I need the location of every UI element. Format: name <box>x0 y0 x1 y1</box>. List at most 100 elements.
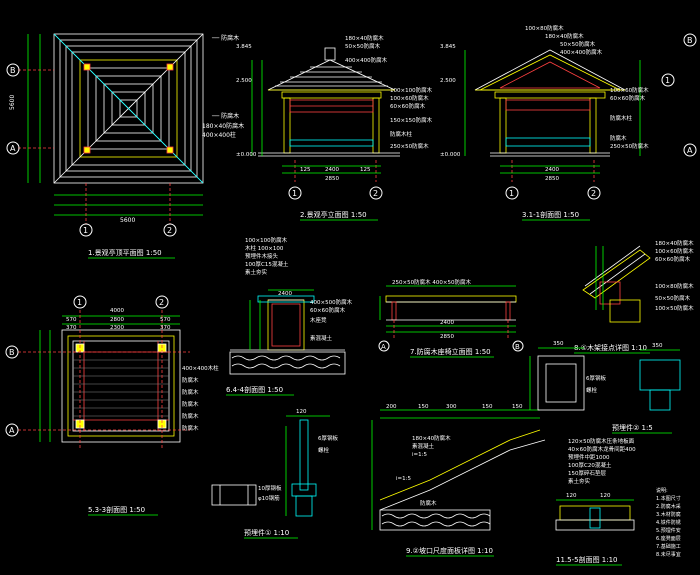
elev-dim-total: 2850 <box>325 176 339 182</box>
emb2-dim-a: 350 <box>553 341 564 347</box>
slope-dim-5: 150 <box>512 404 523 410</box>
timber-joint-annotations: 180×40防腐木 100×60防腐木 60×60防腐木 100×80防腐木 5… <box>655 239 694 312</box>
joint-note-4: 100×80防腐木 <box>655 282 694 290</box>
sec33-dim-a: 570 <box>66 317 77 323</box>
axis-label-1-sec11: 1 <box>509 189 514 198</box>
sec44-note-2: 木柱 100×100 <box>245 244 284 252</box>
sec33-note-1: 400×400木柱 <box>182 364 219 372</box>
title-embedded-part-1: 预埋件① 1:10 <box>244 528 289 537</box>
sec11-note-7: 防腐木柱 <box>610 114 633 122</box>
axis-bubble-2-elev <box>369 186 383 200</box>
axis-label-b-bench: B <box>515 343 520 351</box>
sec33-note-3: 防腐木 <box>182 388 199 396</box>
sec11-note-1: 100×80防腐木 <box>525 24 564 32</box>
bench-elevation-annotations: 250×50防腐木 400×50防腐木 2400 2850 <box>392 278 471 340</box>
axis-bubble-1-sec33 <box>73 295 87 309</box>
notes-line-5: 5.预埋件安 <box>656 527 681 534</box>
bench-elevation-view <box>379 285 517 340</box>
joint-note-2: 100×60防腐木 <box>655 247 694 255</box>
sec44-note-4: 100厚C15混凝土 <box>245 260 289 268</box>
sec44-note-3: 预埋件木接头 <box>245 252 279 260</box>
sec44-note-5: 素土夯实 <box>245 268 268 276</box>
sec11-note-6: 60×60防腐木 <box>610 94 646 102</box>
axis-bubble-2-sec11 <box>587 186 601 200</box>
section-5-5-view <box>555 499 635 531</box>
elev-note-4: 100×100防腐木 <box>390 86 433 94</box>
sec44-dim-top: 2400 <box>278 291 292 297</box>
axis-bubble-b-plan <box>6 63 20 77</box>
section-3-3-view <box>18 310 190 450</box>
section-5-5-annotations: 120×50防腐木压条地板面 40×60防腐木龙骨间距400 预埋件中距1000… <box>566 437 636 499</box>
notes-line-2: 2.防腐木采 <box>656 503 681 510</box>
sec11-note-5: 100×60防腐木 <box>610 86 649 94</box>
joint-note-6: 100×50防腐木 <box>655 304 694 312</box>
slope-dim-3: 300 <box>446 404 457 410</box>
elevation-annotations: 180×40防腐木 50×50防腐木 400×400防腐木 100×100防腐木… <box>236 34 433 182</box>
section-1-1-view <box>464 49 641 182</box>
axis-label-b-plan: B <box>10 66 16 75</box>
slope-detail-view <box>371 409 546 531</box>
elev-note-9: 250×50防腐木 <box>390 142 429 150</box>
axis-label-2-plan: 2 <box>167 226 172 235</box>
plan-total-dim: 5600 <box>120 217 135 224</box>
axis-bubble-1-sec11 <box>505 186 519 200</box>
timber-joint-detail-view <box>582 245 651 323</box>
title-bench-elevation: 7.防腐木座椅立面图 1:50 <box>410 347 491 356</box>
title-section-4-4: 6.4-4剖面图 1:50 <box>226 385 283 394</box>
notes-line-4: 4.铁件防锈 <box>656 519 681 526</box>
elev-height-3: ±0.000 <box>236 152 257 158</box>
embedded-part-2-annotations: 350 350 6厚钢板 螺栓 <box>553 341 663 394</box>
title-section-3-3: 5.3-3剖面图 1:50 <box>88 505 145 514</box>
sec44-note-9: 素混凝土 <box>310 334 333 342</box>
axis-label-1-right: 1 <box>665 76 670 85</box>
embedded-part-2-view <box>529 347 681 411</box>
sec11-note-4: 400×400防腐木 <box>560 48 603 56</box>
elev-height-1: 3.845 <box>236 44 252 50</box>
sec44-note-6: 400×500防腐木 <box>310 298 353 306</box>
axis-label-1-elev: 1 <box>292 189 297 198</box>
elev-note-6: 60×60防腐木 <box>390 102 426 110</box>
elev-note-1: 180×40防腐木 <box>345 34 384 42</box>
emb1-note-3: 6厚钢板 <box>318 434 338 442</box>
sec44-note-7: 60×60防腐木 <box>310 306 346 314</box>
axis-bubble-a-plan <box>6 141 20 155</box>
notes-line-8: 8.未尽事宜 <box>656 551 681 558</box>
sec55-dim-a: 120 <box>566 493 577 499</box>
axis-label-2-elev: 2 <box>373 189 378 198</box>
slope-note-3: i=1:5 <box>412 452 427 458</box>
embedded-part-1-annotations: 120 10厚钢板 φ10钢筋 6厚钢板 螺栓 <box>258 409 338 502</box>
title-embedded-part-2: 预埋件② 1:5 <box>612 423 653 432</box>
sec55-note-6: 素土夯实 <box>568 477 591 485</box>
axis-label-2-sec33: 2 <box>159 298 164 307</box>
sec11-note-3: 50×50防腐木 <box>560 40 596 48</box>
section-4-4-view <box>229 289 346 375</box>
plan-note-3: 180×40防腐木 <box>202 122 244 130</box>
axis-bubble-b-bench <box>512 340 524 352</box>
embedded-part-1-view <box>211 415 330 517</box>
notes-line-6: 6.座凳面层 <box>656 535 681 542</box>
axis-label-a-bench: A <box>381 343 386 351</box>
sec11-note-9: 250×50防腐木 <box>610 142 649 150</box>
sec55-note-3: 预埋件中距1000 <box>568 453 610 461</box>
title-elevation: 2.景观亭立面图 1:50 <box>300 210 367 219</box>
slope-dim-1: 200 <box>386 404 397 410</box>
sec33-dim-d: 370 <box>66 325 77 331</box>
section-1-1-annotations: 100×80防腐木 180×40防腐木 50×50防腐木 400×400防腐木 … <box>440 24 649 182</box>
axis-bubble-b-right <box>683 33 697 47</box>
slope-note-2: 素混凝土 <box>412 442 435 450</box>
bench-dim-total: 2850 <box>440 334 454 340</box>
emb2-note-1: 6厚钢板 <box>586 374 606 382</box>
sec33-note-5: 防腐木 <box>182 412 199 420</box>
plan-note-1: ── 防腐木 <box>211 34 239 42</box>
sec11-height-1: 3.845 <box>440 44 456 50</box>
axis-bubble-1-elev <box>288 186 302 200</box>
axis-label-2-sec11: 2 <box>591 189 596 198</box>
notes-title: 说明: <box>656 487 668 494</box>
elev-height-2: 2.500 <box>236 78 252 84</box>
notes-block: 说明: 1.本图尺寸 2.防腐木采 3.木材防腐 4.铁件防锈 5.预埋件安 6… <box>656 487 681 558</box>
elev-dim-c: 125 <box>360 167 371 173</box>
elev-note-8: 防腐木柱 <box>390 130 413 138</box>
elev-dim-a: 125 <box>300 167 311 173</box>
sec11-height-3: ±0.000 <box>440 152 461 158</box>
